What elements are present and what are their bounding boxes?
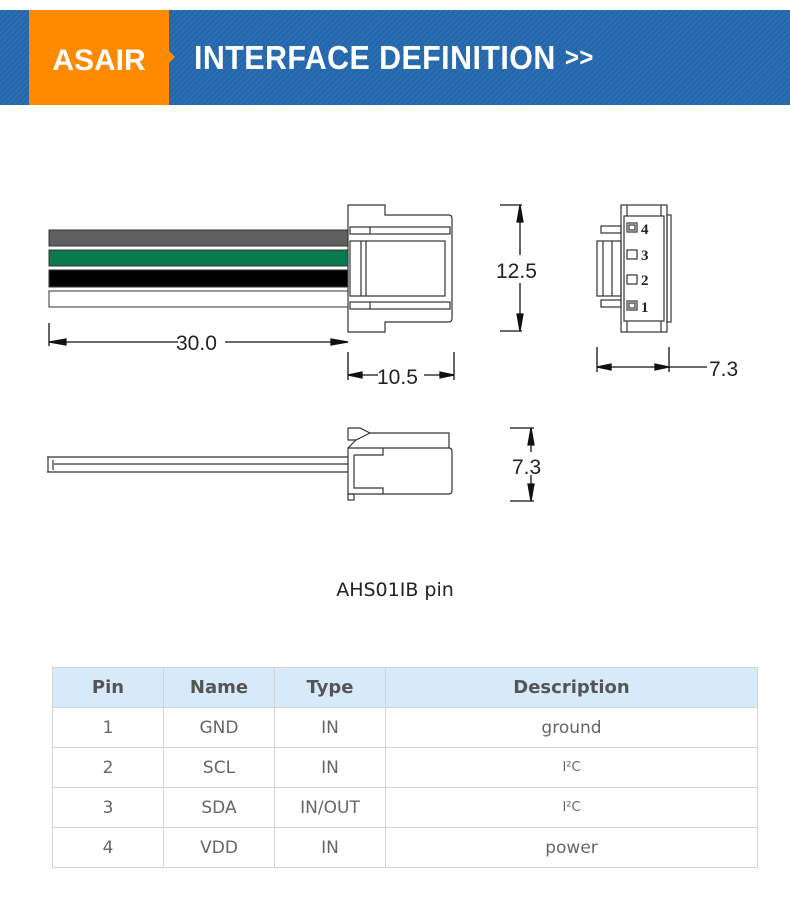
cell-description: ground — [385, 707, 758, 748]
cell-name: GND — [163, 707, 275, 748]
dim-7-3-side: 7.3 — [512, 456, 541, 479]
section-title: INTERFACE DEFINITION >> — [194, 10, 594, 105]
wire-gray — [48, 229, 349, 247]
pin-label-4: 4 — [641, 222, 649, 238]
wire-black — [48, 269, 349, 288]
col-header-name: Name — [163, 667, 275, 708]
figure-caption: AHS01IB pin — [336, 579, 454, 601]
wire-green — [48, 249, 349, 267]
table-row: 1 GND IN ground — [52, 707, 758, 748]
cell-description: power — [385, 827, 758, 868]
wire-bundle — [48, 229, 349, 308]
col-header-type: Type — [274, 667, 386, 708]
cell-type: IN — [274, 827, 386, 868]
cell-pin: 1 — [52, 707, 164, 748]
table-row: 3 SDA IN/OUT I²C — [52, 787, 758, 828]
connector-front-view — [596, 204, 672, 333]
dimension-connector-height — [500, 204, 524, 332]
cell-pin: 2 — [52, 747, 164, 788]
connector-top-view — [347, 204, 453, 333]
table-row: 2 SCL IN I²C — [52, 747, 758, 788]
cell-description: I²C — [385, 787, 758, 828]
pin-label-3: 3 — [641, 248, 649, 264]
dimension-side-height — [510, 427, 535, 502]
dim-10-5: 10.5 — [377, 366, 418, 389]
cell-name: SDA — [163, 787, 275, 828]
dim-7-3-front: 7.3 — [709, 358, 738, 381]
table-row: 4 VDD IN power — [52, 827, 758, 868]
pin-label-1: 1 — [641, 300, 649, 316]
dimension-front-width — [596, 347, 707, 372]
cell-name: SCL — [163, 747, 275, 788]
connector-technical-drawing: 30.0 10.5 12.5 — [47, 204, 738, 502]
dim-12-5: 12.5 — [496, 260, 537, 283]
double-chevron-icon: >> — [564, 42, 594, 72]
header-banner: ASAIR INTERFACE DEFINITION >> — [0, 10, 790, 105]
cell-description: I²C — [385, 747, 758, 788]
brand-logo: ASAIR — [29, 10, 175, 105]
col-header-pin: Pin — [52, 667, 164, 708]
cell-pin: 4 — [52, 827, 164, 868]
wire-white — [48, 290, 349, 308]
cell-pin: 3 — [52, 787, 164, 828]
cell-type: IN — [274, 707, 386, 748]
table-header-row: Pin Name Type Description — [52, 667, 758, 708]
dim-30: 30.0 — [176, 332, 217, 355]
dimension-connector-length — [347, 352, 455, 380]
pin-definition-table: Pin Name Type Description 1 GND IN groun… — [52, 667, 758, 868]
cell-type: IN/OUT — [274, 787, 386, 828]
section-title-text: INTERFACE DEFINITION — [194, 38, 556, 76]
brand-name: ASAIR — [52, 43, 146, 77]
cell-name: VDD — [163, 827, 275, 868]
dimension-wire-length — [48, 323, 349, 346]
connector-side-view — [47, 427, 453, 501]
pin-label-2: 2 — [641, 273, 649, 289]
cell-type: IN — [274, 747, 386, 788]
col-header-description: Description — [385, 667, 758, 708]
